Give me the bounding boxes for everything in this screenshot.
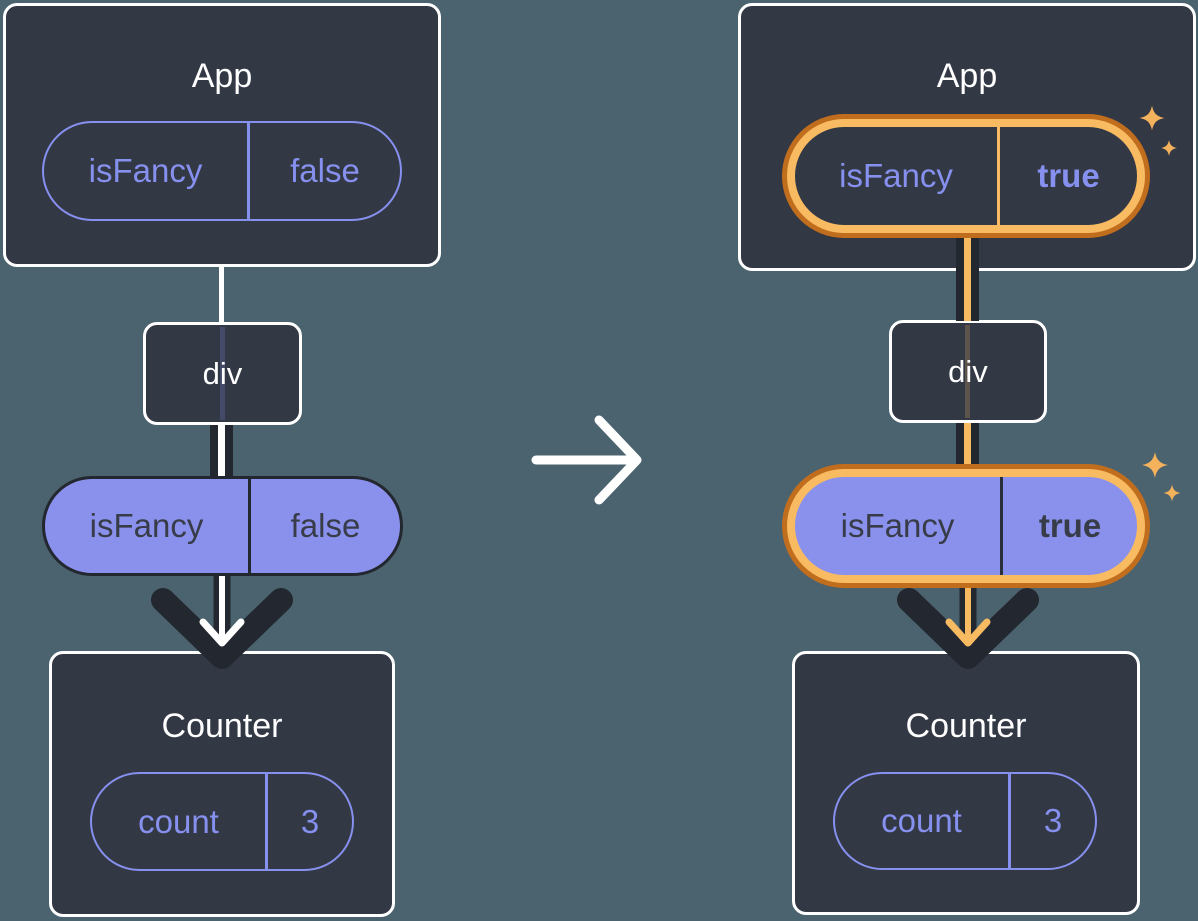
prop-value: false [290,507,361,544]
pill-divider [265,774,268,869]
app-title: App [191,57,253,95]
prop-name: isFancy [89,507,204,544]
prop-name: isFancy [840,507,955,544]
prop-value: true [1038,507,1102,544]
state-value: 3 [1043,802,1063,839]
prop-trace-line [219,327,225,420]
pill-divider [997,127,1000,225]
prop-name: isFancy [88,152,203,189]
state-name: count [881,802,962,839]
transition-arrow-icon [531,415,642,505]
prop-arrow-highlighted [897,572,1039,669]
prop-flow-tube-highlighted [956,418,979,474]
passed-prop-pill-before: isFancy false [42,476,403,576]
prop-flow-casing [956,225,964,321]
prop-flow-casing [210,420,218,480]
prop-flow-casing [956,418,964,474]
prop-flow-casing [971,225,979,321]
counter-title: Counter [161,707,283,745]
prop-trace-line [965,325,970,418]
counter-card-before: Counter count 3 [49,651,395,917]
prop-flow-core [964,225,971,321]
prop-name: isFancy [839,157,953,194]
pill-divider [247,123,250,219]
prop-flow-casing [225,420,233,480]
pill-divider [1000,477,1003,575]
state-name: count [138,802,219,840]
app-state-pill-before: isFancy false [42,121,402,221]
div-card-after: div [889,320,1047,423]
app-title: App [936,57,998,95]
counter-card-after: Counter count 3 [792,651,1140,915]
div-label: div [948,353,988,389]
counter-state-pill: count 3 [833,772,1097,870]
counter-title: Counter [905,707,1027,745]
prop-flow-casing [971,418,979,474]
prop-flow-core [218,420,225,480]
counter-state-pill: count 3 [90,772,354,871]
div-label: div [202,355,243,391]
pill-divider [248,479,251,573]
sparkle-icon [1142,452,1168,478]
app-state-pill-after: isFancy true [787,119,1145,233]
prop-arrow [151,572,293,669]
passed-prop-pill-after: isFancy true [787,469,1145,583]
sparkle-icon [1139,105,1165,131]
pill-divider [1008,774,1011,868]
tree-edge-line [219,264,224,326]
prop-flow-core [964,418,971,474]
div-card-before: div [143,322,302,425]
prop-value: true [1037,157,1100,194]
prop-value: false [290,152,360,189]
sparkle-icon [1161,140,1177,156]
state-value: 3 [300,802,320,840]
prop-flow-tube [210,420,233,480]
prop-flow-tube-highlighted [956,225,979,321]
sparkle-icon [1163,484,1181,502]
